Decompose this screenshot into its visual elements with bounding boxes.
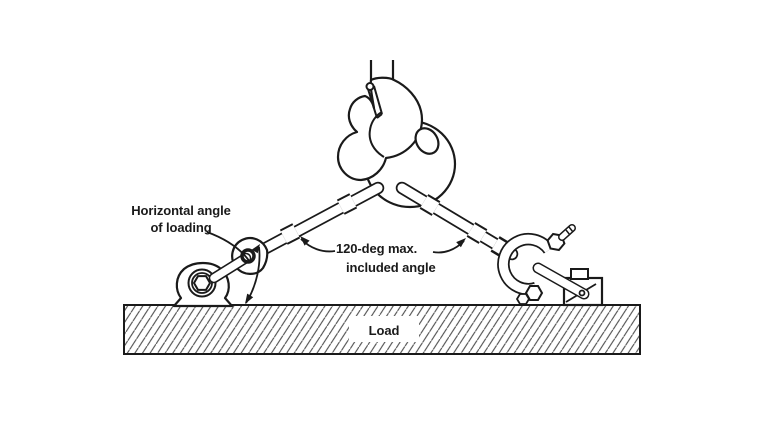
label-included-angle-line1: 120-deg max. bbox=[336, 241, 418, 256]
angle-arc bbox=[206, 231, 261, 304]
sling-leg-left bbox=[259, 181, 385, 255]
arrowhead-left-leg bbox=[300, 236, 310, 246]
label-horizontal-angle-line1: Horizontal angle bbox=[131, 203, 231, 218]
leader-line-horizontal-angle bbox=[206, 231, 251, 263]
ferrule-right-lower bbox=[466, 222, 488, 244]
label-load: Load bbox=[368, 323, 400, 338]
shackle-bolt-thread bbox=[558, 224, 576, 241]
thimble-eye-hole bbox=[240, 248, 256, 264]
pad-eye bbox=[532, 262, 604, 307]
load-block bbox=[123, 304, 641, 355]
shackle-nut bbox=[524, 285, 544, 301]
arrowhead-up bbox=[251, 244, 260, 254]
arrowhead-right-leg bbox=[456, 238, 466, 248]
shackle bbox=[497, 224, 576, 305]
sling-leg-right bbox=[395, 181, 519, 261]
shackle-jam-nut bbox=[515, 293, 531, 305]
included-angle-leaders bbox=[300, 236, 466, 254]
label-horizontal-angle-line2: of loading bbox=[150, 220, 212, 235]
pad-eye-tab bbox=[570, 268, 589, 280]
ferrule-left-upper bbox=[336, 193, 358, 215]
label-included-angle-line2: included angle bbox=[346, 260, 436, 275]
ferrule-left-lower bbox=[279, 223, 301, 245]
safety-latch bbox=[365, 82, 383, 119]
crane-hook bbox=[336, 76, 440, 182]
eyebolt-hex-nut bbox=[192, 275, 212, 291]
hook-shank bbox=[369, 60, 395, 81]
load-label-patch bbox=[349, 316, 419, 342]
latch-pivot bbox=[365, 82, 375, 91]
pin-end bbox=[578, 289, 586, 297]
ferrule-right-upper bbox=[419, 194, 441, 216]
arrowhead-down bbox=[245, 293, 254, 304]
master-link-eye-opening bbox=[414, 127, 440, 155]
